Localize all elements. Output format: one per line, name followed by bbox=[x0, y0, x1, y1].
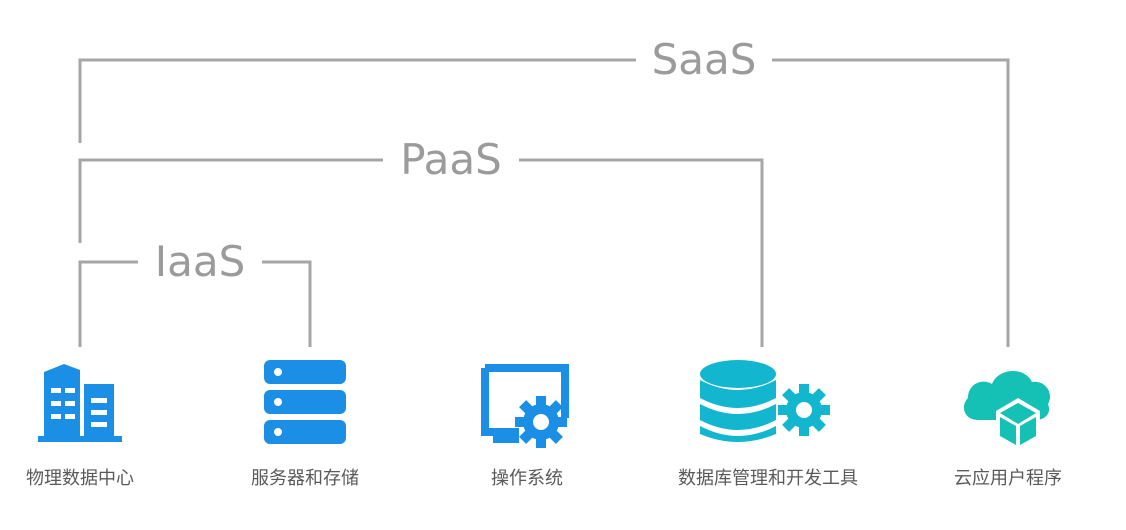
item-servers-storage: 服务器和存储 bbox=[205, 358, 405, 490]
item-label: 云应用户程序 bbox=[954, 468, 1062, 489]
item-cloud-apps: 云应用户程序 bbox=[908, 358, 1108, 490]
monitor-gear-icon bbox=[481, 364, 569, 448]
item-operating-system: 操作系统 bbox=[427, 358, 627, 490]
cloud-cube-icon bbox=[963, 370, 1051, 450]
item-label: 操作系统 bbox=[491, 468, 563, 489]
item-label: 物理数据中心 bbox=[26, 468, 134, 489]
saas-bracket bbox=[78, 58, 1010, 347]
item-database-devtools: 数据库管理和开发工具 bbox=[668, 358, 868, 490]
iaas-label: IaaS bbox=[138, 240, 262, 284]
item-physical-datacenter: 物理数据中心 bbox=[0, 358, 180, 490]
item-label: 数据库管理和开发工具 bbox=[678, 468, 858, 489]
database-gear-icon bbox=[700, 360, 830, 442]
buildings-icon bbox=[38, 364, 122, 442]
saas-label: SaaS bbox=[636, 38, 772, 82]
server-rack-icon bbox=[264, 360, 346, 444]
paas-label: PaaS bbox=[383, 138, 519, 182]
item-label: 服务器和存储 bbox=[251, 468, 359, 489]
